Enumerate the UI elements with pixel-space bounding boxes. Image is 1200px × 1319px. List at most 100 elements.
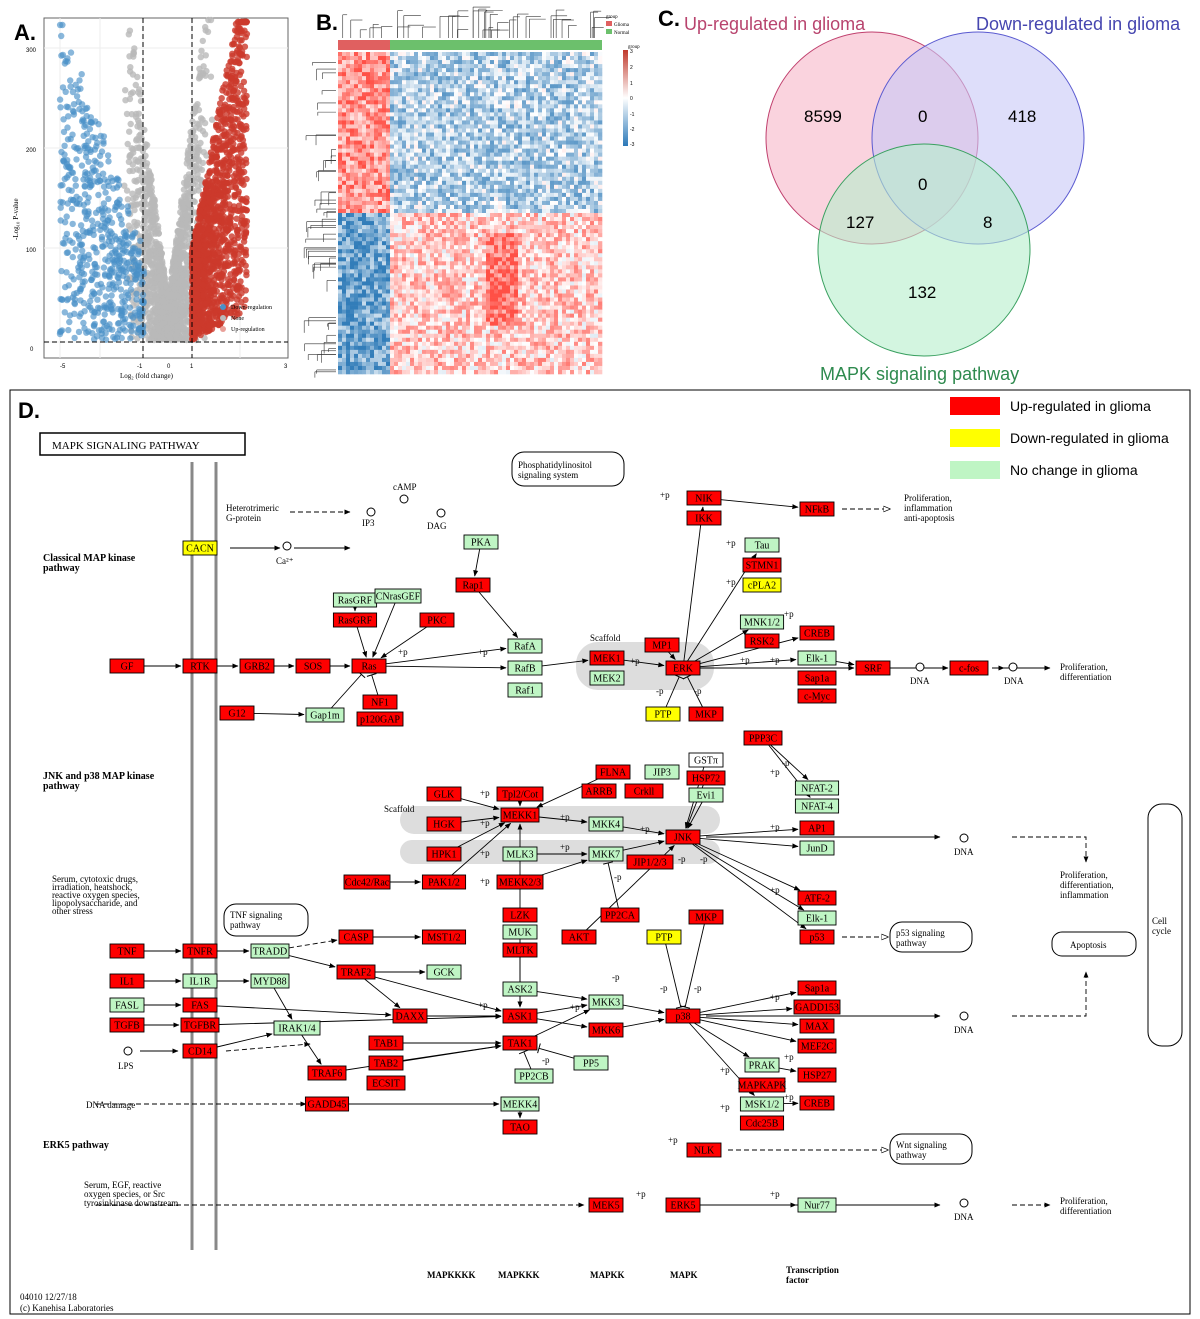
volcano-point-down: [87, 276, 95, 284]
volcano-point-down: [57, 217, 64, 224]
heatmap-cell: [426, 128, 431, 133]
volcano-point-down: [124, 207, 132, 214]
volcano-point-down: [118, 293, 126, 300]
heatmap-cell: [590, 64, 595, 69]
heatmap-cell: [534, 52, 539, 57]
heatmap-cell: [370, 112, 375, 117]
heatmap-cell: [514, 116, 519, 121]
volcano-point-none: [159, 298, 167, 305]
volcano-point-none: [122, 87, 129, 94]
heatmap-cell: [366, 108, 371, 113]
heatmap-cell: [550, 84, 555, 89]
heatmap-cell: [474, 132, 479, 137]
heatmap-cell: [410, 76, 415, 81]
heatmap-cell: [502, 64, 507, 69]
volcano-point-up: [194, 291, 201, 298]
heatmap-cell: [594, 68, 599, 73]
volcano-point-down: [67, 83, 74, 90]
volcano-point-down: [81, 209, 89, 216]
heatmap-cell: [582, 64, 587, 69]
heatmap-cell: [550, 80, 555, 85]
volcano-point-down: [70, 111, 78, 118]
volcano-point-down: [104, 152, 112, 159]
heatmap-cell: [550, 72, 555, 77]
volcano-point-none: [123, 187, 131, 194]
heatmap-cell: [466, 76, 471, 81]
heatmap-cell: [382, 60, 387, 65]
heatmap-cell: [570, 88, 575, 93]
heatmap-cell: [446, 84, 451, 89]
heatmap-cell: [594, 112, 599, 117]
volcano-point-none: [198, 166, 206, 174]
heatmap-cell: [506, 112, 511, 117]
heatmap-cell: [374, 140, 379, 145]
heatmap-cell: [382, 140, 387, 145]
heatmap-cell: [502, 120, 507, 125]
heatmap-cell: [578, 124, 583, 129]
volcano-point-down: [91, 260, 99, 268]
heatmap-cell: [418, 56, 423, 61]
volcano-point-up: [229, 159, 236, 166]
heatmap-cell: [422, 60, 427, 65]
heatmap-cell: [558, 72, 563, 77]
heatmap-cell: [558, 96, 563, 101]
heatmap-cell: [422, 116, 427, 121]
heatmap-cell: [542, 116, 547, 121]
heatmap-cell: [454, 68, 459, 73]
heatmap-cell: [550, 76, 555, 81]
heatmap-cell: [506, 96, 511, 101]
heatmap-cell: [362, 64, 367, 69]
heatmap-cell: [446, 116, 451, 121]
heatmap-cell: [554, 128, 559, 133]
heatmap-cell: [342, 120, 347, 125]
heatmap-cell: [434, 136, 439, 141]
heatmap-cell: [502, 96, 507, 101]
heatmap-cell: [546, 96, 551, 101]
heatmap-cell: [422, 140, 427, 145]
heatmap-cell: [542, 140, 547, 145]
heatmap-cell: [550, 132, 555, 137]
volcano-point-down: [118, 221, 126, 228]
volcano-point-up: [199, 201, 206, 208]
heatmap-cell: [442, 76, 447, 81]
heatmap-cell: [374, 72, 379, 77]
heatmap-cell: [358, 140, 363, 145]
heatmap-cell: [446, 136, 451, 141]
heatmap-cell: [374, 80, 379, 85]
heatmap-cell: [386, 108, 391, 113]
volcano-point-down: [96, 152, 104, 160]
heatmap-cell: [382, 116, 387, 121]
heatmap-cell: [594, 88, 599, 93]
heatmap-cell: [354, 64, 359, 69]
volcano-point-down: [69, 131, 76, 138]
volcano-point-up: [218, 118, 225, 125]
volcano-point-none: [135, 119, 143, 127]
heatmap-cell: [414, 140, 419, 145]
heatmap-cell: [414, 116, 419, 121]
heatmap-cell: [418, 128, 423, 133]
heatmap-cell: [474, 88, 479, 93]
heatmap-cell: [518, 128, 523, 133]
heatmap-cell: [418, 104, 423, 109]
heatmap-cell: [398, 128, 403, 133]
heatmap-cell: [554, 60, 559, 65]
volcano-point-down: [122, 315, 129, 322]
heatmap-cell: [566, 104, 571, 109]
heatmap-cell: [378, 84, 383, 89]
heatmap-cell: [490, 128, 495, 133]
heatmap-cell: [534, 128, 539, 133]
heatmap-cell: [574, 68, 579, 73]
heatmap-cell: [518, 100, 523, 105]
heatmap-cell: [426, 132, 431, 137]
heatmap-cell: [482, 56, 487, 61]
heatmap-cell: [522, 96, 527, 101]
heatmap-cell: [462, 88, 467, 93]
heatmap-cell: [534, 112, 539, 117]
heatmap-cell: [510, 128, 515, 133]
volcano-point-down: [133, 290, 140, 297]
heatmap-cell: [426, 104, 431, 109]
volcano-point-none: [178, 288, 185, 295]
heatmap-cell: [522, 68, 527, 73]
volcano-point-none: [154, 275, 161, 282]
volcano-point-down: [119, 325, 127, 332]
